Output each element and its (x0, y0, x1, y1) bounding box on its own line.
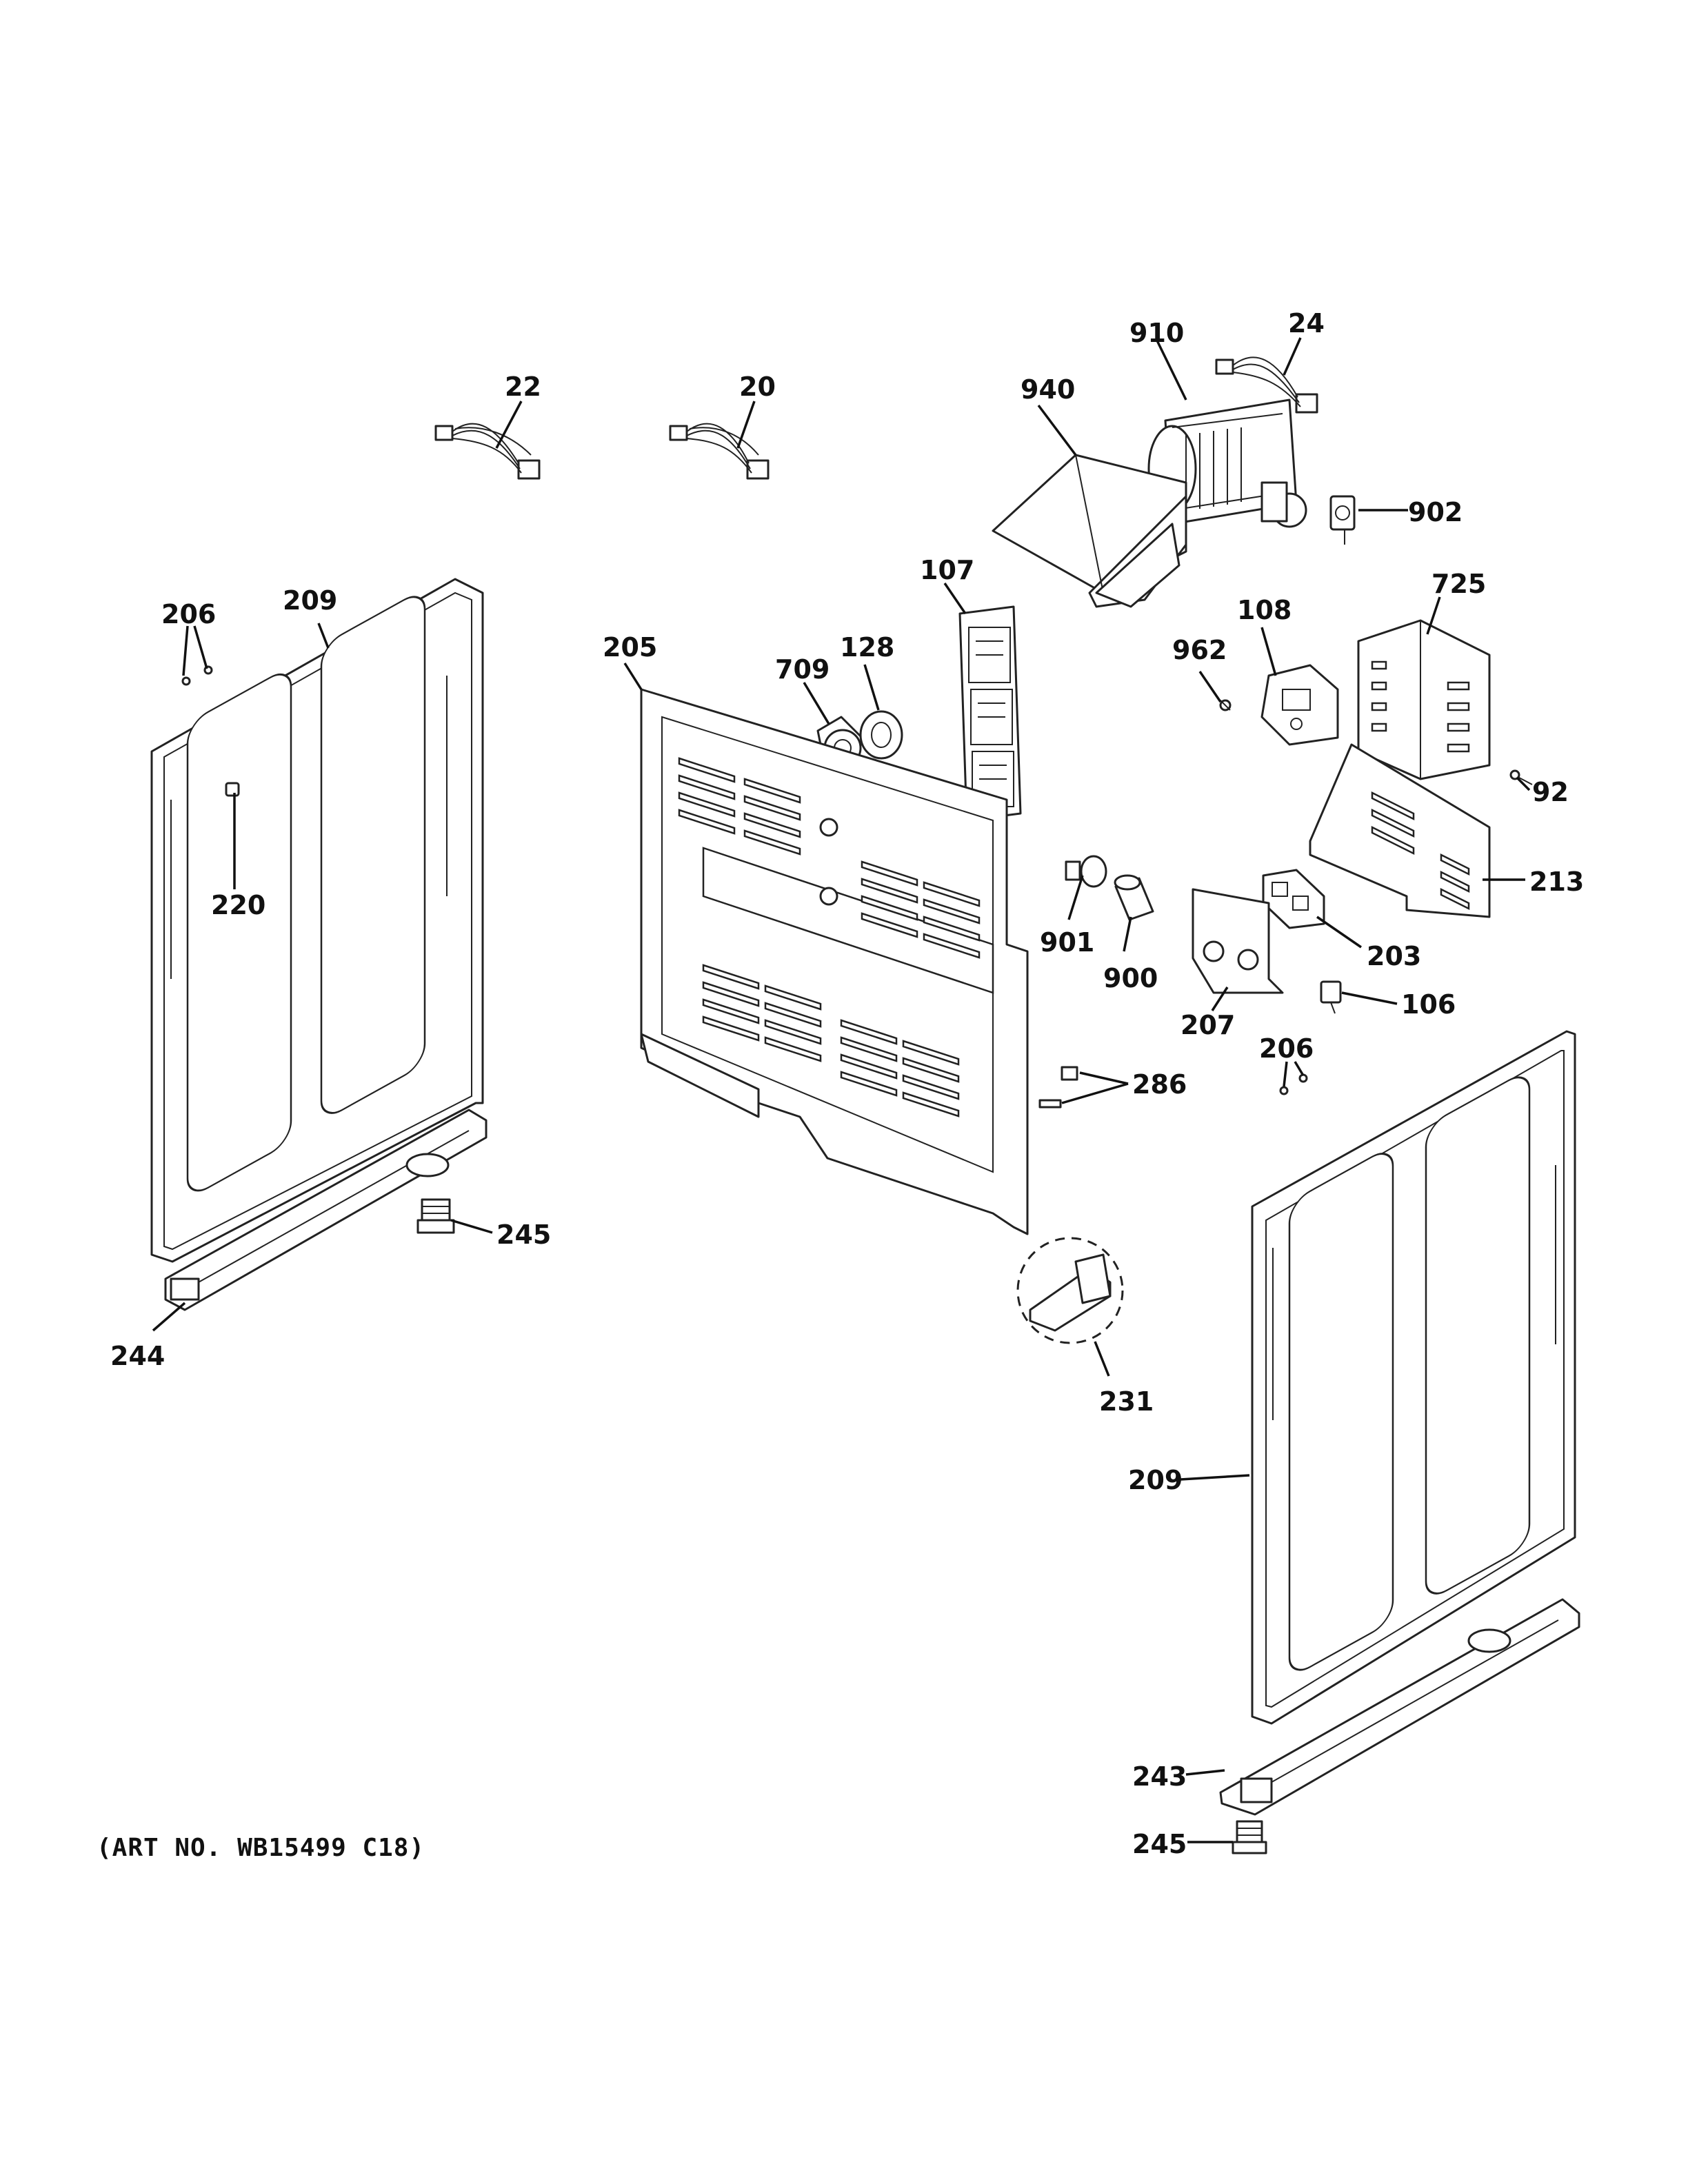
callout-286: 286 (1132, 1069, 1187, 1100)
bracket-213 (1309, 743, 1491, 918)
back-panel-205 (640, 688, 1029, 1235)
callout-92: 92 (1532, 777, 1569, 807)
callout-902: 902 (1408, 497, 1463, 527)
ring-128 (859, 710, 903, 760)
bracket-207 (1192, 888, 1284, 994)
air-duct-940 (992, 454, 1187, 608)
relay-board-108 (1260, 664, 1339, 746)
left-base-rail-244 (164, 1109, 488, 1311)
wire-harness-24 (1215, 356, 1318, 414)
callout-900: 900 (1103, 963, 1158, 993)
callout-725: 725 (1431, 569, 1486, 599)
right-base-rail-243 (1219, 1598, 1580, 1816)
callout-245-right: 245 (1132, 1829, 1187, 1859)
capacitor-900 (1114, 874, 1154, 921)
callout-209-left: 209 (283, 585, 337, 616)
bracket-725 (1357, 619, 1491, 780)
wire-harness-20 (669, 423, 770, 480)
bracket-902 (1329, 495, 1356, 545)
clip-220 (225, 782, 240, 797)
callout-244: 244 (110, 1341, 165, 1371)
sensor-901 (1065, 855, 1107, 888)
callout-108: 108 (1237, 595, 1292, 625)
callout-245-left: 245 (496, 1220, 551, 1250)
callout-128: 128 (840, 632, 894, 663)
terminal-block-203 (1262, 869, 1325, 929)
callout-962: 962 (1172, 635, 1227, 665)
callout-209-right: 209 (1128, 1465, 1183, 1495)
callout-910: 910 (1129, 318, 1184, 348)
control-board-107 (958, 605, 1022, 822)
callout-207: 207 (1180, 1010, 1235, 1040)
callout-206-right: 206 (1259, 1033, 1314, 1064)
back-panel-vents (678, 757, 981, 1118)
callout-243: 243 (1132, 1761, 1187, 1792)
right-side-panel-209 (1251, 1030, 1576, 1725)
callout-205: 205 (603, 632, 657, 663)
screw-962 (1219, 699, 1232, 711)
sensor-106 (1320, 980, 1342, 1014)
callout-231: 231 (1099, 1386, 1154, 1417)
leveling-leg-245-right (1232, 1820, 1267, 1854)
callout-940: 940 (1021, 374, 1075, 405)
blower-fan-910 (1147, 398, 1307, 528)
screw-92 (1509, 769, 1533, 785)
clip-231-detail (1016, 1237, 1124, 1344)
callout-20: 20 (739, 372, 776, 402)
callout-106: 106 (1401, 989, 1456, 1020)
callout-22: 22 (505, 372, 541, 402)
callout-213: 213 (1529, 867, 1584, 897)
callout-220: 220 (211, 890, 265, 920)
screws-206-left (181, 665, 213, 686)
art-number-note: (ART NO. WB15499 C18) (97, 1834, 425, 1862)
left-side-panel-209 (150, 578, 484, 1263)
callout-24: 24 (1288, 308, 1325, 338)
leveling-leg-245-left (416, 1198, 455, 1234)
callout-901: 901 (1040, 927, 1094, 958)
clips-286 (1038, 1066, 1078, 1109)
callout-709: 709 (775, 654, 830, 685)
callout-107: 107 (920, 555, 974, 585)
callout-206-left: 206 (161, 599, 216, 629)
leader-lines (152, 337, 1531, 1843)
callout-labels: 22 20 910 24 940 902 107 206 209 205 709… (110, 308, 1584, 1859)
callout-203: 203 (1367, 941, 1421, 971)
wire-harness-22 (434, 423, 541, 480)
